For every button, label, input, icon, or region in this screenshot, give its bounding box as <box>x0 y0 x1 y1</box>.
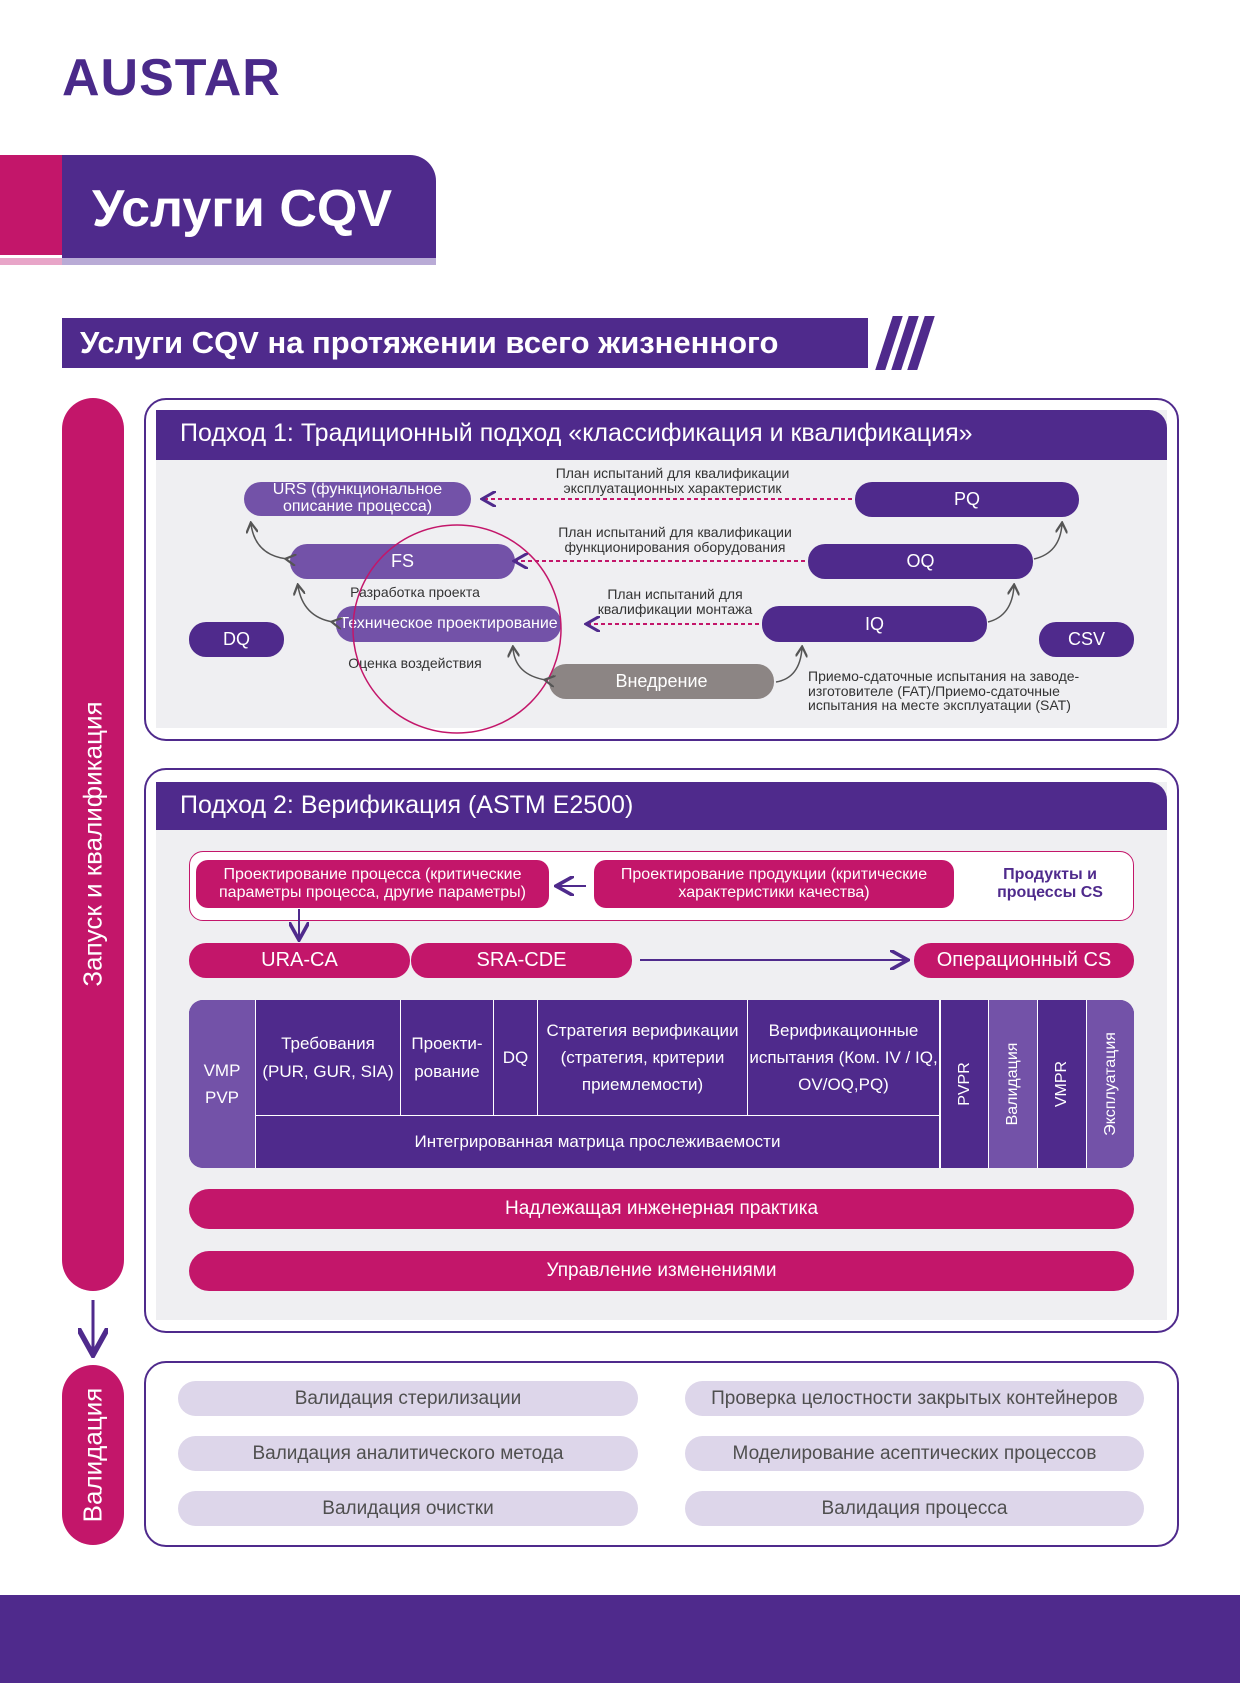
section-subtitle: Услуги CQV на протяжении всего жизненног… <box>62 318 868 396</box>
fs-pill: FS <box>290 544 515 579</box>
pq-plan-label: План испытаний для квалификации эксплуат… <box>555 465 790 496</box>
pq-pill: PQ <box>855 482 1079 517</box>
austar-logo: AUSTAR <box>62 49 281 107</box>
iq-plan-label: План испытаний для квалификации монтажа <box>597 586 753 617</box>
validation-item: Валидация процесса <box>685 1491 1144 1526</box>
design-circle <box>352 524 562 734</box>
products-cs-label: Продукты и процессы CS <box>997 866 1103 901</box>
approach2-header: Подход 2: Верификация (ASTM E2500) <box>156 782 1167 830</box>
impl-iq-link <box>775 648 802 683</box>
ura-ca-pill: URA-CA <box>189 943 410 978</box>
td-impl-link <box>513 648 546 680</box>
validation-item: Проверка целостности закрытых контейнеро… <box>685 1381 1144 1416</box>
verification-matrix: VMP PVP Требования (PUR, GUR, SIA) Проек… <box>189 1000 1134 1168</box>
iq-pill: IQ <box>762 606 987 642</box>
tech-design-pill: Техническое проектирование <box>336 606 561 642</box>
title-underline <box>62 258 436 265</box>
sra-cde-pill: SRA-CDE <box>411 943 632 978</box>
fat-sat-label: Приемо-сдаточные испытания на заводе-изг… <box>808 668 1080 714</box>
urs-pill: URS (функциональное описание процесса) <box>244 481 471 516</box>
footer-bar <box>0 1595 1240 1683</box>
matrix-strategy: Стратегия верификации (стратегия, критер… <box>538 1000 748 1115</box>
process-design-pill: Проектирование процесса (критические пар… <box>196 860 549 908</box>
sidebar-validation: Валидация <box>62 1365 124 1545</box>
validation-item: Валидация аналитического метода <box>178 1436 638 1471</box>
matrix-vmp-pvp: VMP PVP <box>189 1000 256 1168</box>
impact-assessment-label: Оценка воздействия <box>348 655 482 671</box>
csv-pill: CSV <box>1039 622 1134 657</box>
matrix-dq: DQ <box>494 1000 538 1115</box>
oq-pq-link <box>1033 524 1062 560</box>
title-accent <box>0 155 62 255</box>
product-design-pill: Проектирование продукции (критические ха… <box>594 860 954 908</box>
matrix-requirements: Требования (PUR, GUR, SIA) <box>256 1000 401 1115</box>
iq-oq-link <box>987 586 1014 623</box>
approach1-header: Подход 1: Традиционный подход «классифик… <box>156 410 1167 460</box>
oq-pill: OQ <box>808 544 1033 579</box>
fs-td-link <box>298 586 333 622</box>
implementation-pill: Внедрение <box>549 664 774 699</box>
operational-cs-pill: Операционный CS <box>914 943 1134 978</box>
matrix-vmpr: VMPR <box>1037 1000 1086 1168</box>
validation-item: Моделирование асептических процессов <box>685 1436 1144 1471</box>
matrix-tests: Верификационные испытания (Ком. IV / IQ,… <box>748 1000 940 1115</box>
title-accent-strip <box>0 258 62 265</box>
dq-pill: DQ <box>189 622 284 657</box>
change-mgmt-bar: Управление изменениями <box>189 1251 1134 1291</box>
urs-fs-link <box>251 524 287 559</box>
gep-bar: Надлежащая инженерная практика <box>189 1189 1134 1229</box>
oq-plan-label: План испытаний для квалификации функцион… <box>558 524 792 555</box>
matrix-pvpr: PVPR <box>940 1000 988 1168</box>
matrix-design: Проекти-рование <box>401 1000 494 1115</box>
matrix-validation: Валидация <box>988 1000 1037 1168</box>
matrix-traceability: Интегрированная матрица прослеживаемости <box>256 1115 940 1168</box>
matrix-operation: Эксплуатация <box>1086 1000 1134 1168</box>
project-dev-label: Разработка проекта <box>350 584 480 600</box>
page-title: Услуги CQV <box>62 155 436 258</box>
sidebar-commissioning: Запуск и квалификация <box>62 398 124 1291</box>
validation-item: Валидация очистки <box>178 1491 638 1526</box>
validation-item: Валидация стерилизации <box>178 1381 638 1416</box>
